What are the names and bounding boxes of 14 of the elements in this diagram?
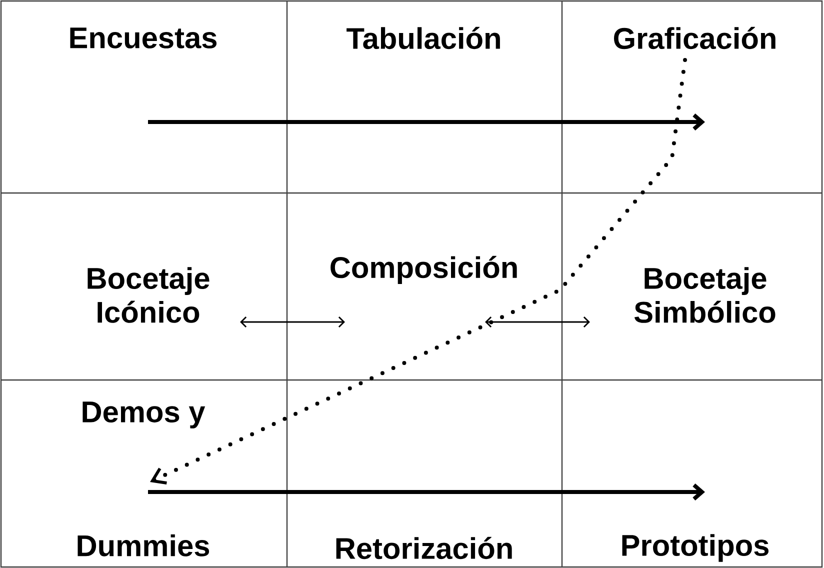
arrow xyxy=(485,316,590,328)
cell-text: Bocetaje Simbólico xyxy=(634,267,776,323)
cell-text: Graficación xyxy=(614,26,776,50)
cell-text: Bocetaje Icónico xyxy=(88,267,210,323)
arrow xyxy=(148,483,705,500)
cell-text: Encuestas xyxy=(70,28,217,48)
cell-text: Prototipos xyxy=(622,534,768,562)
arrow xyxy=(148,113,705,130)
arrow xyxy=(240,316,345,328)
cell-text: Retorización xyxy=(336,536,512,560)
cell-text: Composición xyxy=(330,256,517,284)
cell-text: Demos y Dummies xyxy=(78,402,210,556)
cell-text: Tabulación xyxy=(346,26,500,50)
arrow xyxy=(150,58,687,484)
